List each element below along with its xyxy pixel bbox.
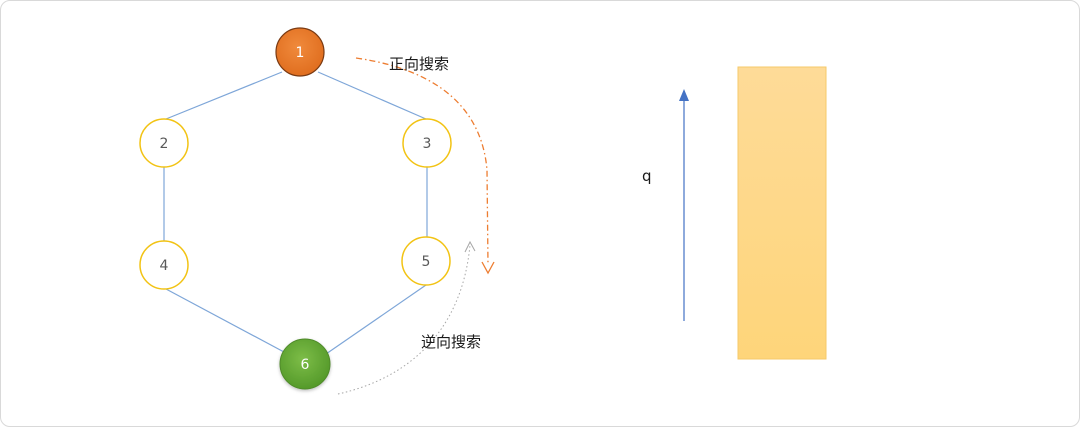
queue-label: q (642, 167, 652, 185)
backward-search-arrow (337, 240, 476, 395)
backward-search-label: 逆向搜索 (421, 333, 481, 351)
node-6-label: 6 (301, 357, 310, 373)
edge-1-2 (165, 71, 283, 120)
node-1: 1 (275, 27, 325, 77)
forward-search-arrow (355, 57, 495, 275)
node-4-label: 4 (160, 258, 169, 274)
node-3: 3 (402, 118, 452, 168)
node-6: 6 (279, 338, 331, 390)
node-2-label: 2 (160, 136, 169, 152)
node-5-label: 5 (422, 254, 431, 270)
node-5: 5 (401, 236, 451, 286)
node-4: 4 (139, 240, 189, 290)
node-3-label: 3 (423, 136, 432, 152)
edge-4-6 (165, 288, 285, 353)
node-1-label: 1 (296, 45, 305, 61)
queue-box (737, 66, 827, 360)
forward-search-label: 正向搜索 (389, 55, 449, 73)
node-2: 2 (139, 118, 189, 168)
graph-edges (163, 71, 428, 355)
edge-1-3 (317, 71, 427, 120)
edge-5-6 (325, 284, 427, 355)
queue-direction-arrow (679, 89, 689, 321)
